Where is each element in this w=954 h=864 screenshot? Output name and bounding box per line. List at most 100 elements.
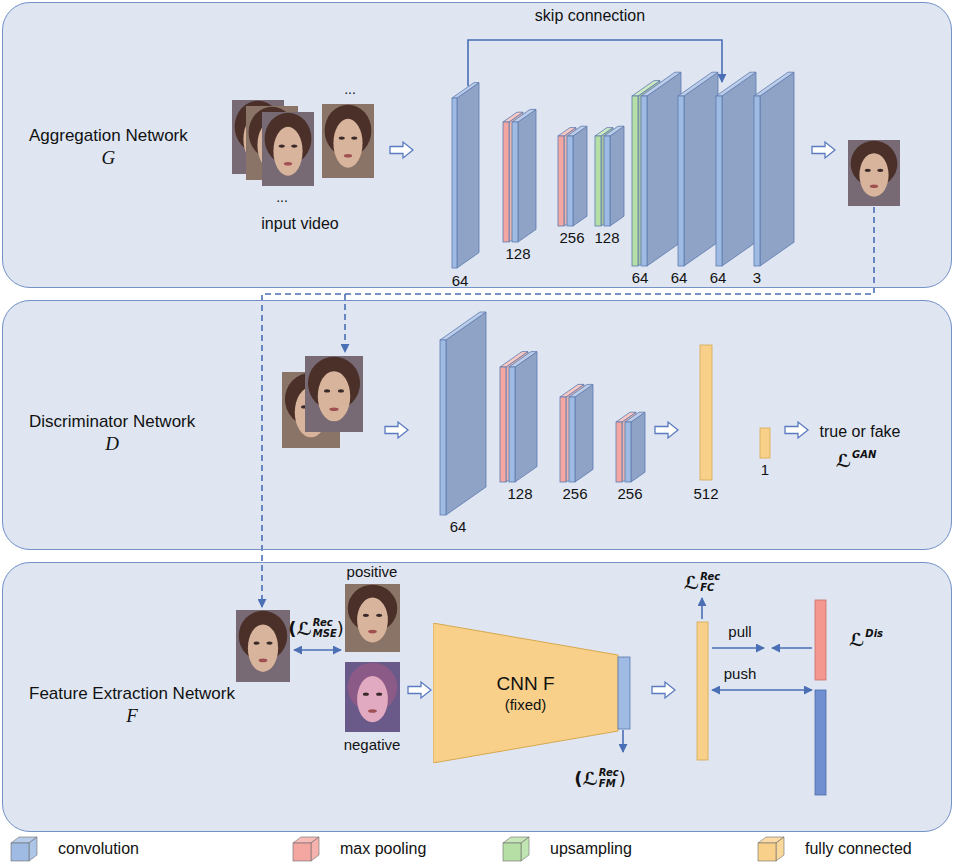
mouth [259, 659, 268, 663]
fc-layer [760, 428, 770, 458]
swatch-side [521, 837, 529, 861]
eye [376, 693, 382, 696]
layer-front [716, 96, 722, 266]
sample-label: positive [347, 564, 398, 581]
face-skin [333, 119, 362, 168]
eye [339, 136, 345, 139]
loss-superscript: Rec [599, 768, 619, 779]
cnn-block: CNN F(fixed) [433, 623, 638, 763]
channel-count: 512 [693, 486, 718, 503]
layer-front [625, 422, 631, 482]
channel-count: 256 [559, 230, 584, 247]
loss-symbol: ℒDis [849, 629, 883, 651]
channel-count: 128 [594, 230, 619, 247]
eye [865, 169, 871, 172]
face-skin [859, 153, 888, 197]
positive-feature [815, 600, 826, 680]
ellipsis: ... [344, 82, 356, 97]
loss-superscript: Rec [313, 618, 337, 629]
channel-count: 256 [562, 486, 587, 503]
output-label: true or fake [820, 423, 901, 441]
face-image [305, 356, 363, 432]
swatch-side [311, 837, 319, 861]
layer-front [595, 136, 601, 226]
loss-letter: ℒ [836, 452, 851, 470]
channel-count: 64 [452, 273, 469, 290]
eye [324, 389, 330, 392]
layer-front [512, 122, 518, 242]
network-name: CNN F [496, 672, 554, 696]
legend-item: max pooling [292, 835, 426, 862]
parenthesis: ) [619, 769, 626, 787]
face-background [345, 584, 400, 652]
channel-count: 64 [710, 270, 727, 287]
face-image [345, 662, 400, 732]
channel-count: 1 [761, 462, 769, 479]
panel-title: Discriminator NetworkD [29, 411, 195, 456]
layer-side [631, 412, 645, 482]
layer-side [446, 312, 486, 515]
spacer [865, 640, 883, 651]
panel-symbol: G [102, 146, 116, 170]
layer-top [678, 72, 718, 96]
loss-indices: Dis [865, 629, 883, 651]
swatch-side [776, 837, 784, 861]
loss-symbol: (ℒRecFM) [574, 768, 626, 789]
loss-superscript: Rec [700, 572, 720, 583]
face-background [322, 104, 374, 178]
layer-front [754, 96, 760, 266]
loss-symbol: (ℒRecMSE) [288, 618, 344, 639]
mouth [329, 407, 338, 411]
channel-count: 256 [617, 486, 642, 503]
loss-indices: RecMSE [313, 618, 337, 639]
layer-front [503, 122, 509, 242]
ellipsis: ... [276, 190, 288, 205]
push-arrow [712, 689, 812, 691]
channel-count: 128 [505, 246, 530, 263]
panel-title: Aggregation NetworkG [29, 125, 188, 170]
loss-letter: (ℒ [574, 769, 598, 787]
layer-top [641, 72, 681, 96]
flow-arrow [785, 422, 808, 438]
arrow-label: pull [728, 624, 751, 641]
loss-subscript: FC [700, 582, 720, 593]
panel-fill [2, 2, 952, 288]
loss-letter: ℒ [849, 631, 864, 649]
connection-label: skip connection [535, 7, 645, 25]
panel-fill [2, 562, 952, 832]
caption: input video [261, 215, 338, 233]
face-image [322, 104, 374, 178]
channel-count: 64 [632, 270, 649, 287]
dashed-route [262, 207, 874, 607]
layer-top [754, 72, 794, 96]
flow-arrow [390, 142, 413, 158]
eye [877, 169, 883, 172]
layer-top [569, 384, 593, 397]
channel-count: 64 [450, 519, 467, 536]
panel-name: Feature Extraction Network [29, 683, 235, 704]
pull-arrow [712, 647, 764, 649]
legend-text: upsampling [550, 840, 632, 858]
face-skin [318, 371, 350, 421]
layer-front [560, 397, 566, 482]
dashed-route [344, 294, 346, 352]
layer-front [500, 367, 506, 482]
layer-front [641, 96, 647, 266]
flow-arrow [655, 422, 678, 438]
eye [351, 136, 357, 139]
network-panel: Feature Extraction NetworkFCNN F(fixed) [2, 562, 952, 832]
mouth [870, 184, 878, 188]
channel-count: 3 [753, 270, 761, 287]
legend-text: max pooling [340, 840, 426, 858]
loss-letter: (ℒ [288, 619, 312, 637]
trapezoid [433, 623, 618, 763]
face-skin [248, 624, 278, 672]
loss-symbol: ℒRecFC [684, 572, 720, 593]
layer-front [678, 96, 684, 266]
flow-arrow [652, 682, 675, 698]
eye [376, 614, 382, 617]
face-background [345, 662, 400, 732]
panel-name: Aggregation Network [29, 125, 188, 146]
face-image [848, 140, 900, 206]
legend-text: convolution [58, 840, 139, 858]
